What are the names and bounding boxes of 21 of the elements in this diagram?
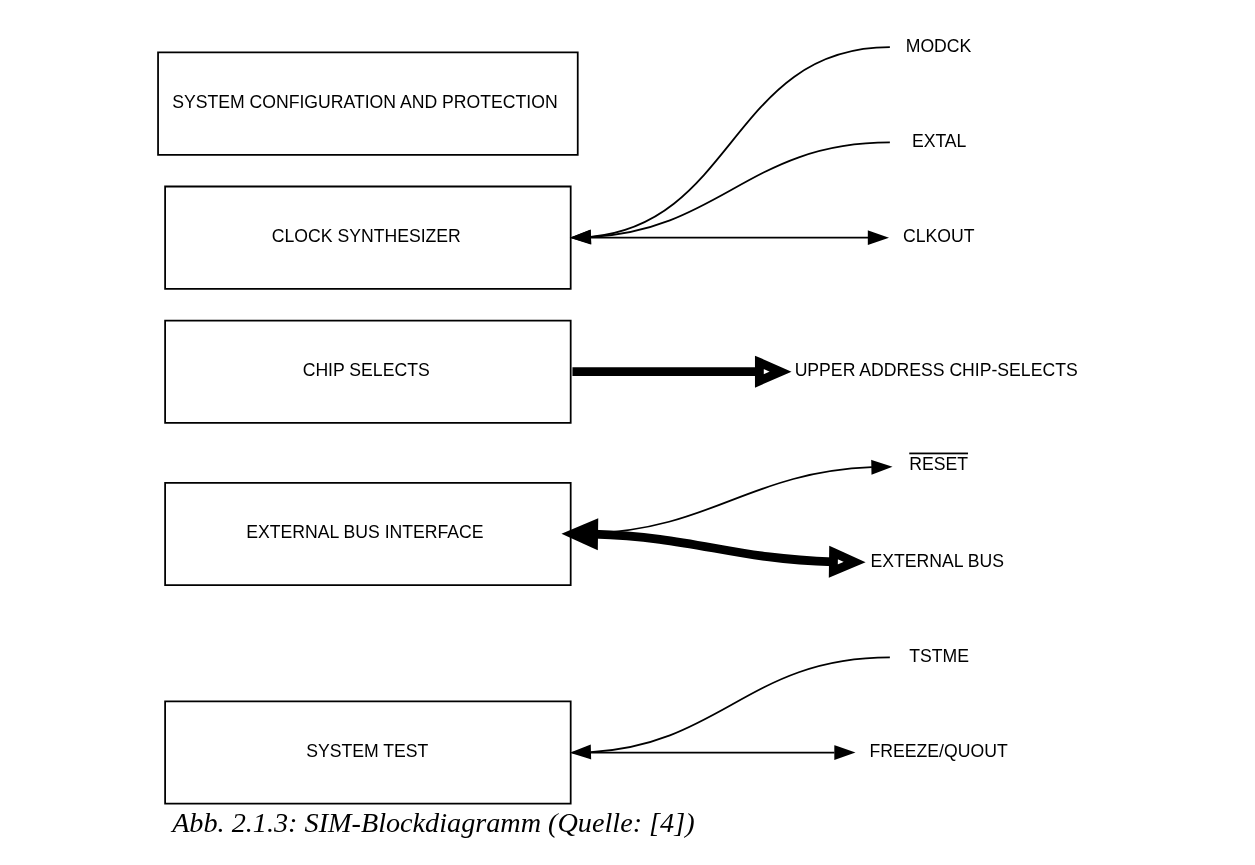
node-text: EXTERNAL BUS bbox=[869, 550, 1004, 571]
arrow bbox=[569, 656, 891, 760]
node-box: CHIP SELECTS bbox=[163, 319, 572, 424]
node-text: FREEZE/QUOUT bbox=[869, 740, 1008, 761]
node-text: RESET bbox=[908, 453, 968, 474]
arrow bbox=[571, 745, 855, 760]
arrow bbox=[560, 518, 866, 578]
node-text: TSTME bbox=[908, 645, 969, 666]
node-text: UPPER ADDRESS CHIP-SELECTS bbox=[794, 360, 1078, 381]
arrow bbox=[569, 46, 891, 245]
node-box: SYSTEM CONFIGURATION AND PROTECTION bbox=[156, 51, 579, 156]
arrow bbox=[571, 230, 889, 246]
node-text: MODCK bbox=[905, 35, 971, 56]
arrow bbox=[569, 141, 891, 245]
node-box: EXTERNAL BUS INTERFACE bbox=[163, 481, 572, 586]
node-text: CLKOUT bbox=[902, 226, 975, 247]
node-box: CLOCK SYNTHESIZER bbox=[163, 185, 572, 290]
arrow bbox=[571, 355, 792, 388]
node-box: SYSTEM TEST bbox=[163, 700, 572, 805]
node-text: EXTAL bbox=[911, 130, 966, 151]
caption: Abb. 2.1.3: SIM-Blockdiagramm (Quelle: [4]) bbox=[171, 806, 695, 838]
